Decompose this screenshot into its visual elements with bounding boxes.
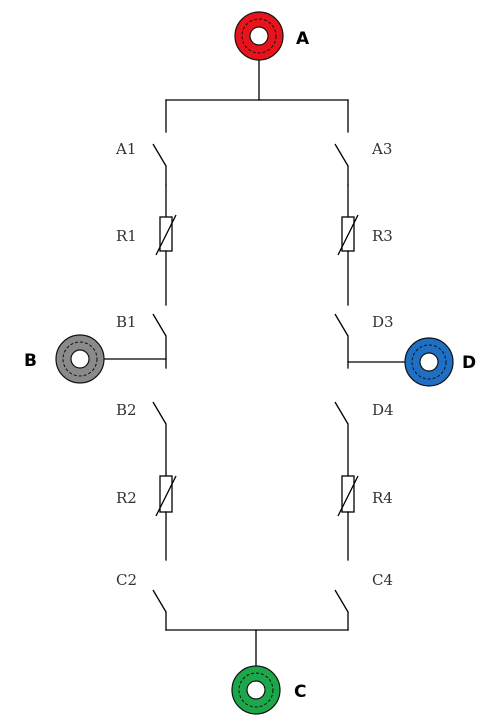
resistor-r2	[155, 475, 177, 561]
switch-b1	[152, 313, 167, 369]
switch-a3	[334, 143, 349, 186]
label-d4: D4	[372, 401, 394, 419]
switch-b2	[152, 401, 167, 477]
resistor-r1	[155, 184, 177, 306]
label-c4: C4	[372, 571, 393, 589]
switch-a1	[152, 143, 167, 186]
switch-d4	[334, 401, 349, 477]
switch-c2	[152, 589, 167, 631]
terminal-a-label: A	[296, 29, 310, 49]
switch-d3	[334, 313, 349, 369]
resistor-r3	[337, 184, 359, 306]
label-r1: R1	[116, 227, 137, 245]
switch-c4	[334, 589, 349, 631]
label-r4: R4	[372, 489, 393, 507]
terminal-d-label: D	[462, 353, 476, 373]
terminal-d[interactable]	[404, 337, 454, 387]
label-b2: B2	[116, 401, 137, 419]
label-r2: R2	[116, 489, 137, 507]
label-a3: A3	[371, 140, 392, 158]
label-r3: R3	[372, 227, 393, 245]
label-a1: A1	[115, 140, 136, 158]
terminal-c[interactable]	[231, 665, 281, 715]
terminal-a[interactable]	[234, 11, 284, 61]
terminal-b-label: B	[24, 351, 37, 371]
label-b1: B1	[116, 313, 137, 331]
resistor-r4	[337, 475, 359, 561]
terminal-c-label: C	[294, 682, 306, 702]
label-c2: C2	[116, 571, 137, 589]
terminal-b[interactable]	[55, 334, 105, 384]
label-d3: D3	[372, 313, 394, 331]
